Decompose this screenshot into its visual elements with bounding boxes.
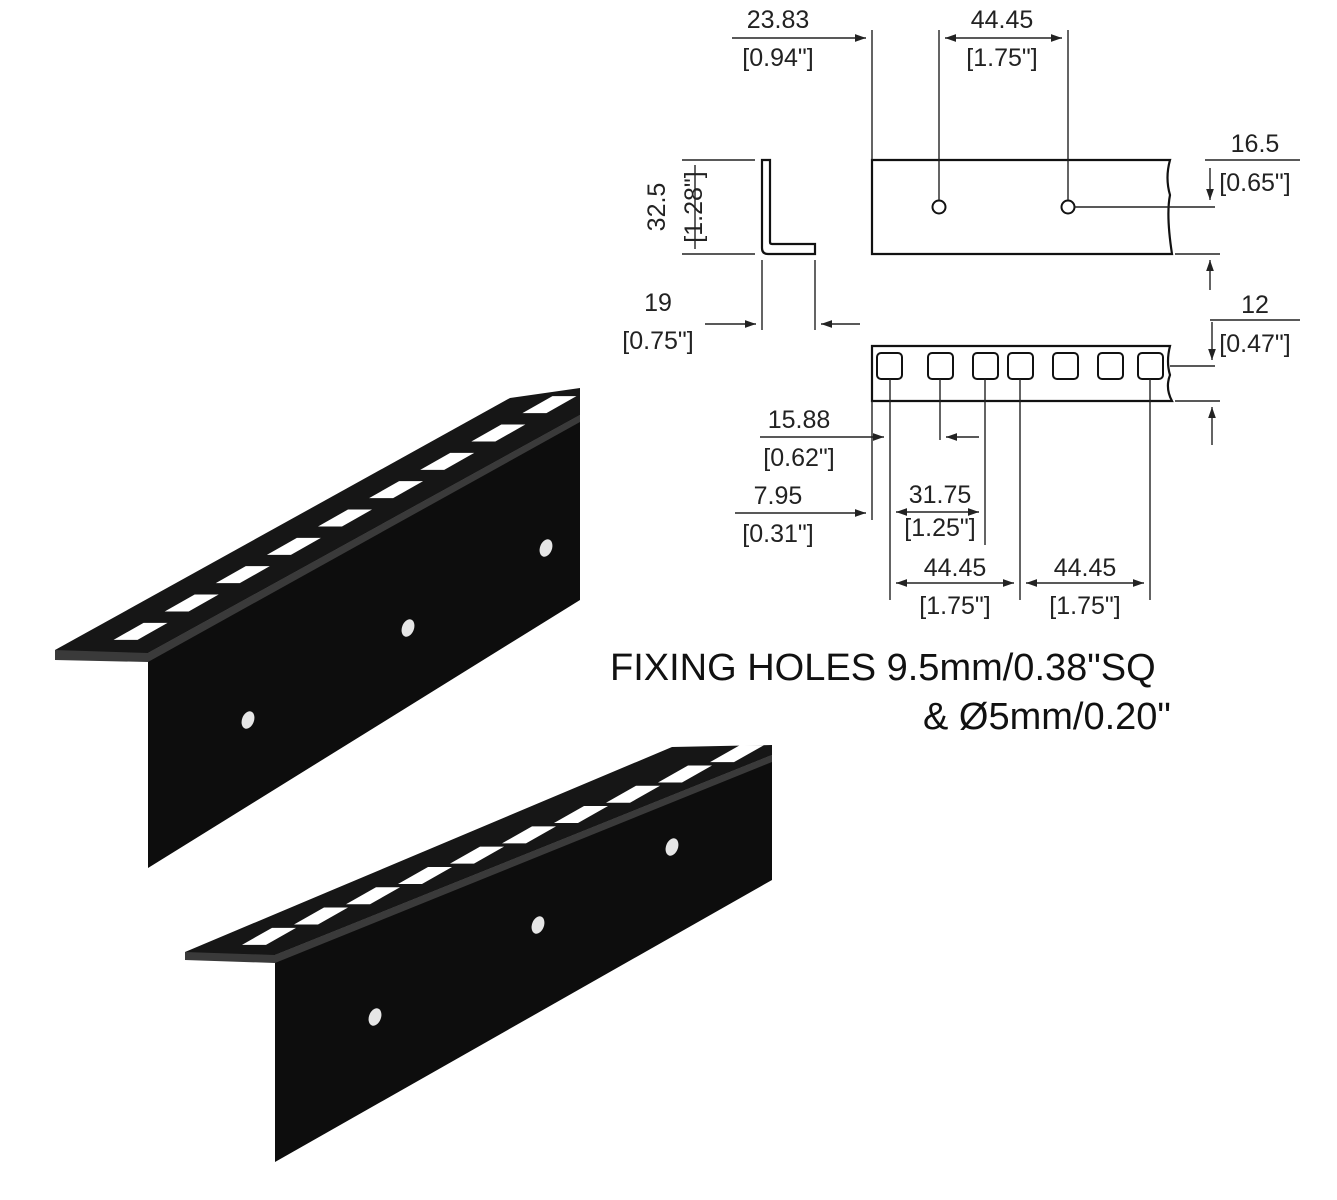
rail-lower-square-hole-1 — [242, 927, 296, 945]
dim-unit-pitch-2-in: [1.75"] — [1049, 592, 1120, 620]
dim-square-row-mm: 12 — [1241, 291, 1269, 319]
square-hole-3 — [972, 352, 999, 380]
dim-profile-width-in: [0.75"] — [622, 327, 693, 355]
rail-lower-square-hole-6 — [502, 826, 556, 844]
rail-lower-square-hole-10 — [710, 745, 764, 763]
dim-unit-pitch-2-mm: 44.45 — [1054, 554, 1117, 582]
rail-lower-square-hole-7 — [554, 806, 608, 824]
rail-upper-square-hole-9 — [522, 396, 577, 414]
rail-lower-side-face — [275, 755, 772, 1162]
dim-top-pitch-mm: 44.45 — [971, 6, 1034, 34]
caption-line-1: FIXING HOLES 9.5mm/0.38"SQ — [610, 647, 1156, 689]
rail-upper-square-hole-2 — [164, 594, 219, 612]
square-hole-2 — [927, 352, 954, 380]
dim-profile-height-mm: 32.5 — [643, 183, 671, 232]
square-hole-4 — [1007, 352, 1034, 380]
rail-front-view — [870, 158, 1174, 256]
square-hole-5 — [1052, 352, 1079, 380]
rail-lower-square-hole-2 — [294, 907, 348, 925]
dim-first-square-in: [0.62"] — [763, 444, 834, 472]
rail-lower-square-hole-9 — [658, 765, 712, 783]
rail-upper-square-hole-5 — [318, 509, 372, 527]
square-hole-7 — [1137, 352, 1164, 380]
rail-lower-round-hole-2 — [531, 916, 545, 934]
dim-top-edge-in: [0.94"] — [742, 44, 813, 72]
rail-upper-square-hole-3 — [215, 566, 270, 584]
dim-unit-pitch-1-mm: 44.45 — [924, 554, 987, 582]
dim-round-offset-mm: 16.5 — [1231, 130, 1280, 158]
rail-upper-round-hole-1 — [241, 711, 255, 729]
dim-first-square-mm: 15.88 — [768, 406, 831, 434]
dim-edge-square-in: [0.31"] — [742, 520, 813, 548]
dim-top-edge-mm: 23.83 — [747, 6, 810, 34]
rail-lower-square-hole-8 — [606, 785, 660, 803]
rail-l-profile — [760, 158, 817, 256]
square-hole-1 — [876, 352, 903, 380]
rail-upper-square-hole-7 — [420, 452, 475, 470]
square-hole-6 — [1097, 352, 1124, 380]
rail-upper-side-face — [148, 415, 580, 868]
rail-lower-square-hole-5 — [450, 846, 504, 864]
technical-drawing: 23.83 [0.94"] 44.45 [1.75"] 16.5 [0.65"]… — [610, 6, 1300, 738]
rail-upper-square-hole-1 — [113, 622, 168, 640]
rail-lower-square-hole-3 — [346, 887, 400, 905]
dim-top-pitch-in: [1.75"] — [966, 44, 1037, 72]
rack-rail-upper — [55, 388, 580, 868]
rail-lower-round-hole-3 — [665, 838, 679, 856]
rail-upper-round-hole-3 — [539, 539, 553, 557]
caption-line-2: & Ø5mm/0.20" — [923, 696, 1171, 738]
dim-profile-width-mm: 19 — [644, 289, 672, 317]
dim-unit-pitch-1-in: [1.75"] — [919, 592, 990, 620]
rail-upper-square-hole-8 — [471, 424, 526, 442]
rail-upper-square-holes — [113, 396, 577, 640]
square-holes-row — [876, 352, 1164, 380]
round-hole-2 — [1060, 199, 1076, 215]
dim-square-group-mm: 31.75 — [909, 481, 972, 509]
rail-lower-square-hole-4 — [398, 866, 452, 884]
rail-upper-square-hole-4 — [266, 537, 321, 555]
dim-profile-height-in: [1.28"] — [680, 171, 708, 242]
rail-upper-round-hole-2 — [401, 619, 415, 637]
dim-edge-square-mm: 7.95 — [754, 482, 803, 510]
rail-upper-square-hole-6 — [369, 481, 424, 499]
rail-lower-round-hole-1 — [368, 1008, 382, 1026]
rack-rail-lower — [185, 745, 772, 1162]
round-hole-1 — [931, 199, 947, 215]
dim-square-row-in: [0.47"] — [1219, 330, 1290, 358]
rail-lower-square-holes — [242, 745, 764, 945]
dim-round-offset-in: [0.65"] — [1219, 169, 1290, 197]
dim-square-group-in: [1.25"] — [904, 514, 975, 542]
dimension-lines — [682, 30, 1300, 600]
